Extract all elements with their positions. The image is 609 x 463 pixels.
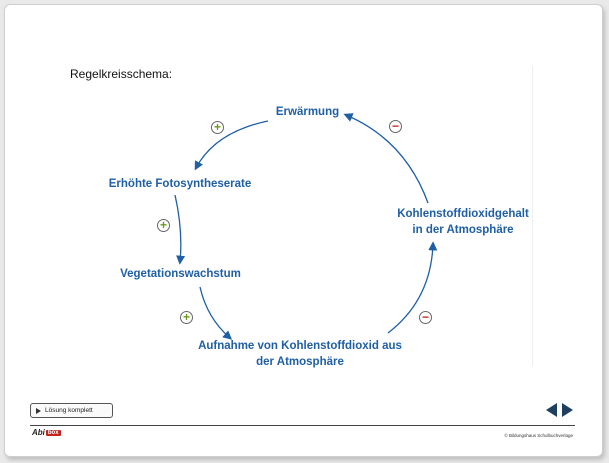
play-icon — [36, 407, 41, 414]
arrow-photosynthesis-to-growth — [174, 194, 186, 265]
arrow-growth-to-uptake — [199, 286, 233, 340]
minus-sign-icon: − — [419, 311, 432, 324]
show-solution-button[interactable]: Lösung komplett — [30, 403, 113, 418]
next-page-icon[interactable] — [560, 402, 574, 418]
logo-text: Abi — [32, 428, 45, 437]
logo-box: box — [45, 429, 61, 436]
minus-sign-icon: − — [389, 120, 402, 133]
node-co2-content-line1: Kohlenstoffdioxidgehalt — [397, 208, 529, 220]
show-solution-label: Lösung komplett — [45, 407, 93, 414]
node-co2-uptake-line2: der Atmosphäre — [256, 356, 344, 368]
copyright-notice: © Bildungshaus Schulbuchverlage — [504, 433, 573, 438]
previous-page-icon[interactable] — [545, 402, 559, 418]
plus-sign-icon: + — [157, 219, 170, 232]
node-co2-uptake: Aufnahme von Kohlenstoffdioxid aus der A… — [190, 338, 410, 370]
arrow-uptake-to-co2 — [387, 241, 438, 334]
slide-frame — [4, 4, 603, 457]
arrow-warming-to-photosynthesis — [194, 120, 269, 171]
node-co2-uptake-line1: Aufnahme von Kohlenstoffdioxid aus — [198, 340, 402, 352]
node-photosynthesis: Erhöhte Fotosyntheserate — [108, 178, 252, 190]
page-title: Regelkreisschema: — [70, 67, 173, 81]
node-vegetation-growth: Vegetationswachstum — [120, 268, 241, 280]
content-divider — [532, 66, 533, 366]
node-co2-content-line2: in der Atmosphäre — [412, 224, 514, 236]
node-co2-content: Kohlenstoffdioxidgehalt in der Atmosphär… — [388, 206, 538, 238]
plus-sign-icon: + — [180, 311, 193, 324]
footer-divider — [30, 425, 575, 426]
arrow-co2-to-warming — [343, 113, 429, 204]
node-warming: Erwärmung — [275, 106, 340, 118]
plus-sign-icon: + — [211, 121, 224, 134]
